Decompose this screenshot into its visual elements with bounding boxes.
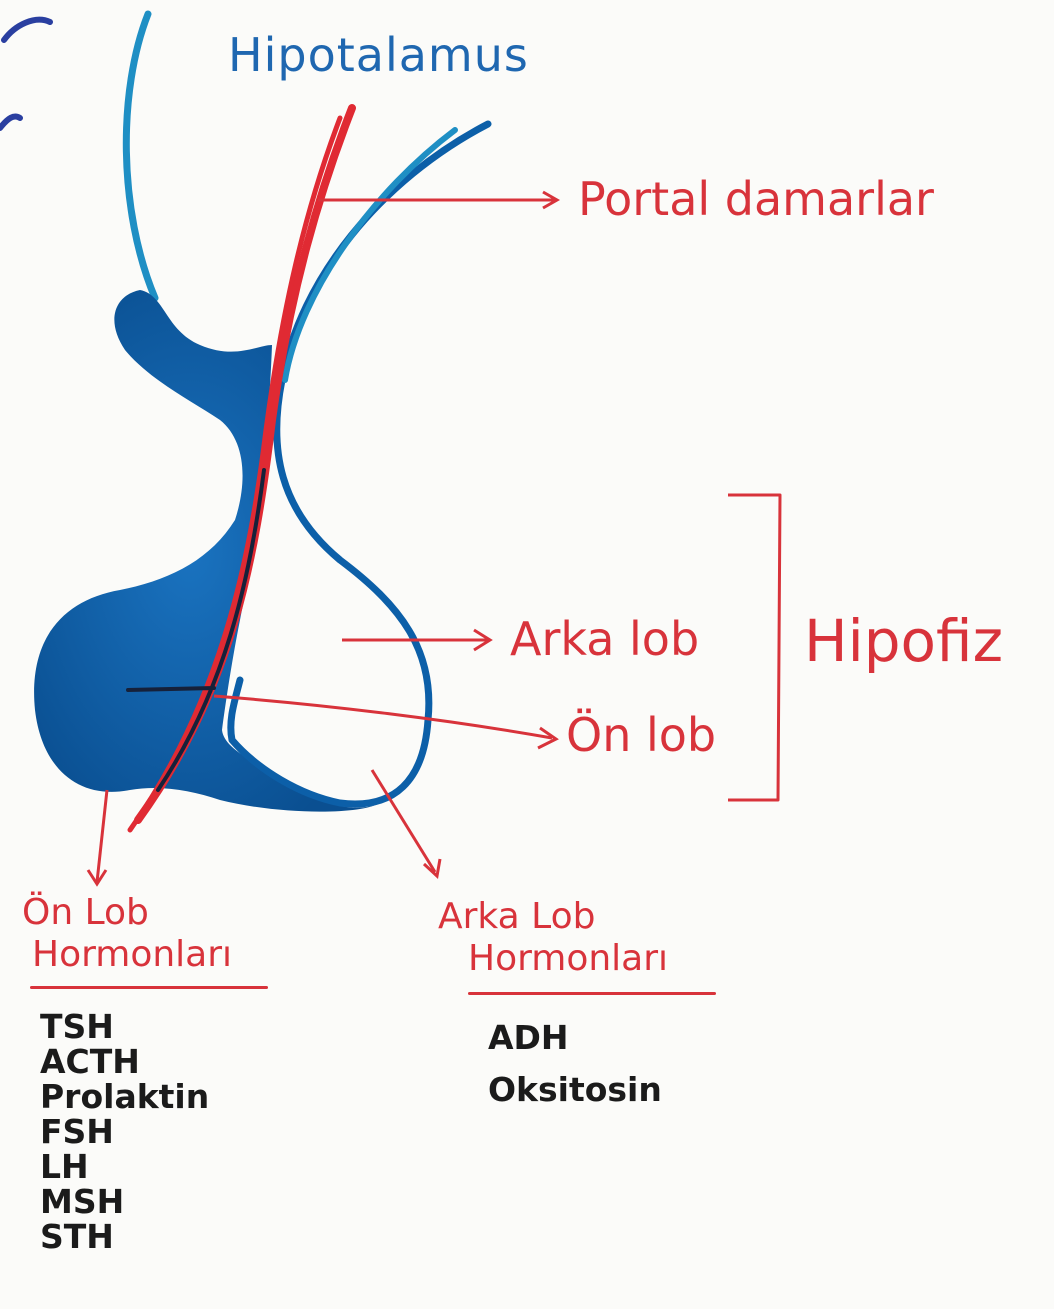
hormone-item: STH bbox=[40, 1220, 209, 1255]
anterior-hormones-title-line1: Ön Lob bbox=[22, 892, 232, 934]
anterior-hormones-arrow-line bbox=[97, 790, 107, 882]
posterior-lobe-label: Arka lob bbox=[510, 616, 699, 662]
posterior-hormone-list: ADH Oksitosin bbox=[488, 1012, 662, 1099]
hormone-item: ACTH bbox=[40, 1045, 209, 1080]
pituitary-bracket bbox=[728, 495, 780, 800]
hormone-item: TSH bbox=[40, 1010, 209, 1045]
posterior-hormones-title-line1: Arka Lob bbox=[438, 896, 668, 938]
pituitary-label: Hipofiz bbox=[804, 612, 1003, 670]
anterior-lobe-label: Ön lob bbox=[566, 712, 716, 758]
hormone-item: FSH bbox=[40, 1115, 209, 1150]
anterior-arrow-line bbox=[214, 696, 552, 738]
hypothalamus-label: Hipotalamus bbox=[228, 32, 529, 78]
corner-mark bbox=[0, 116, 20, 128]
stalk-right-line bbox=[285, 130, 455, 380]
corner-mark bbox=[4, 20, 50, 40]
anterior-hormones-title-line2: Hormonları bbox=[22, 934, 232, 976]
anterior-hormones-title: Ön Lob Hormonları bbox=[22, 892, 232, 977]
anterior-hormone-list: TSH ACTH Prolaktin FSH LH MSH STH bbox=[40, 1010, 209, 1255]
posterior-hormones-title: Arka Lob Hormonları bbox=[438, 896, 668, 981]
hormone-item: MSH bbox=[40, 1185, 209, 1220]
stalk-left-line bbox=[126, 14, 155, 298]
hormone-item: ADH bbox=[488, 1012, 662, 1064]
hormone-item: Prolaktin bbox=[40, 1080, 209, 1115]
hormone-item: Oksitosin bbox=[488, 1064, 662, 1099]
anterior-hormones-underline bbox=[30, 986, 268, 989]
portal-vessels-label: Portal damarlar bbox=[578, 176, 934, 222]
posterior-hormones-title-line2: Hormonları bbox=[438, 938, 668, 980]
hormone-item: LH bbox=[40, 1150, 209, 1185]
posterior-hormones-underline bbox=[468, 992, 716, 995]
